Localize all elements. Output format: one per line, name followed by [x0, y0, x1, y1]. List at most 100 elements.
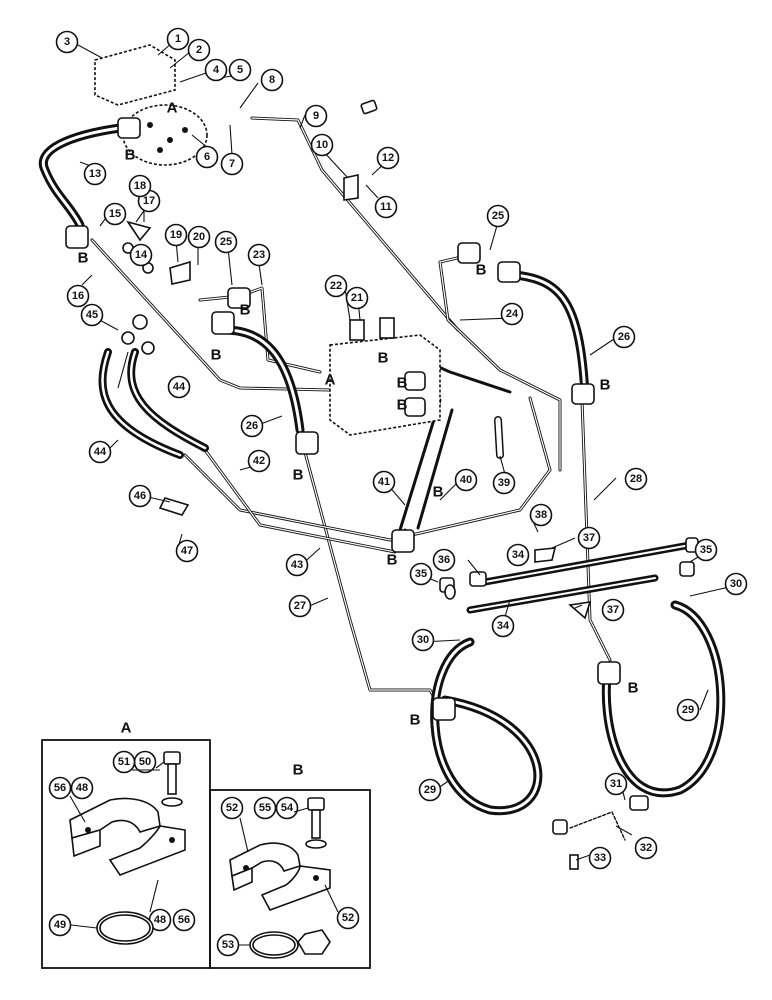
- flange-letter: B: [125, 147, 136, 164]
- callout: 4: [204, 58, 228, 82]
- svg-text:2: 2: [196, 44, 202, 56]
- svg-text:48: 48: [76, 782, 88, 794]
- svg-text:52: 52: [342, 912, 354, 924]
- callout: 12: [376, 146, 400, 170]
- flange-letter: B: [433, 484, 444, 501]
- svg-text:33: 33: [594, 852, 606, 864]
- hoses: [38, 123, 726, 816]
- callout: 56: [48, 776, 72, 800]
- inset-a-title: A: [121, 720, 132, 737]
- flange-letter: B: [600, 377, 611, 394]
- flange-letter: B: [476, 262, 487, 279]
- callout: 38: [529, 503, 553, 527]
- callout: 54: [275, 796, 299, 820]
- svg-text:30: 30: [417, 634, 429, 646]
- svg-text:55: 55: [259, 802, 271, 814]
- svg-text:52: 52: [226, 802, 238, 814]
- svg-text:18: 18: [134, 180, 146, 192]
- flange-letter: B: [397, 397, 408, 414]
- svg-text:35: 35: [700, 544, 712, 556]
- callout: 31: [604, 772, 628, 796]
- callout: 21: [345, 286, 369, 310]
- callout: 29: [418, 778, 442, 802]
- callout: 6: [195, 145, 219, 169]
- svg-text:46: 46: [134, 490, 146, 502]
- callout: 20: [187, 225, 211, 249]
- svg-text:47: 47: [181, 545, 193, 557]
- callout: 37: [601, 598, 625, 622]
- svg-text:5: 5: [237, 64, 243, 76]
- callout: 47: [175, 539, 199, 563]
- svg-text:34: 34: [497, 620, 510, 632]
- svg-text:26: 26: [618, 331, 630, 343]
- svg-text:56: 56: [54, 782, 66, 794]
- svg-text:25: 25: [220, 236, 232, 248]
- callout: 7: [220, 152, 244, 176]
- svg-text:30: 30: [730, 578, 742, 590]
- callout: 25: [486, 204, 510, 228]
- svg-text:44: 44: [173, 381, 186, 393]
- svg-text:26: 26: [246, 420, 258, 432]
- svg-text:37: 37: [607, 604, 619, 616]
- svg-text:13: 13: [89, 168, 101, 180]
- callout: 26: [612, 325, 636, 349]
- inset-b: B: [209, 762, 371, 969]
- svg-text:39: 39: [498, 477, 510, 489]
- svg-text:31: 31: [610, 778, 622, 790]
- callout: 48: [70, 776, 94, 800]
- callout: 9: [304, 104, 328, 128]
- callout: 41: [372, 470, 396, 494]
- callout: 53: [216, 933, 240, 957]
- callout: 27: [288, 594, 312, 618]
- callout: 43: [285, 553, 309, 577]
- svg-text:20: 20: [193, 231, 205, 243]
- callout: 35: [694, 538, 718, 562]
- svg-text:50: 50: [139, 756, 151, 768]
- callout: 40: [454, 468, 478, 492]
- callout: 10: [310, 133, 334, 157]
- callout: 11: [374, 195, 398, 219]
- callout: 55: [253, 796, 277, 820]
- callout: 34: [491, 614, 515, 638]
- callout: 3: [55, 30, 79, 54]
- svg-text:22: 22: [330, 280, 342, 292]
- callout: 52: [336, 906, 360, 930]
- callout: 23: [247, 243, 271, 267]
- callout: 39: [492, 471, 516, 495]
- callout: 32: [634, 836, 658, 860]
- svg-text:51: 51: [118, 756, 130, 768]
- pump: [94, 44, 208, 166]
- callout: 46: [128, 484, 152, 508]
- inset-a: A: [41, 720, 211, 969]
- callout: 8: [260, 68, 284, 92]
- svg-text:48: 48: [154, 914, 166, 926]
- callout: 29: [676, 698, 700, 722]
- flange-letter: A: [167, 100, 178, 117]
- flange-letter: B: [240, 302, 251, 319]
- callout: 25: [214, 230, 238, 254]
- svg-text:19: 19: [170, 229, 182, 241]
- svg-text:15: 15: [109, 208, 121, 220]
- callout: 5: [228, 58, 252, 82]
- flange-letter: B: [293, 467, 304, 484]
- svg-text:8: 8: [269, 74, 275, 86]
- svg-text:38: 38: [535, 509, 547, 521]
- callout: 26: [240, 414, 264, 438]
- callout: 44: [88, 440, 112, 464]
- svg-text:16: 16: [72, 290, 84, 302]
- svg-text:28: 28: [630, 473, 642, 485]
- callout: 30: [411, 628, 435, 652]
- svg-text:35: 35: [415, 568, 427, 580]
- hardware: [121, 99, 699, 870]
- svg-text:41: 41: [378, 476, 390, 488]
- svg-text:36: 36: [438, 554, 450, 566]
- callout: 19: [164, 223, 188, 247]
- components: [65, 44, 699, 870]
- svg-text:29: 29: [682, 704, 694, 716]
- svg-text:11: 11: [380, 201, 392, 213]
- svg-text:53: 53: [222, 939, 234, 951]
- callout: 49: [48, 913, 72, 937]
- callout: 42: [247, 449, 271, 473]
- callout: 15: [103, 202, 127, 226]
